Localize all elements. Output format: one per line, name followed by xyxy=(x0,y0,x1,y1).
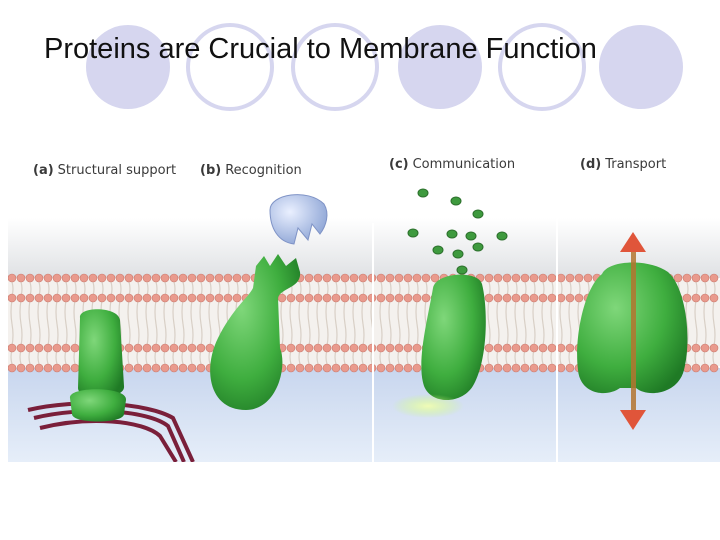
decor-circle-5 xyxy=(498,23,586,111)
transport-arrow-down xyxy=(620,410,646,430)
panel-label-recognition: (b)Recognition xyxy=(200,163,302,178)
slide-title: Proteins are Crucial to Membrane Functio… xyxy=(44,33,597,65)
membrane-figure: (a)Structural support (b)Recognition (c)… xyxy=(8,157,720,462)
decor-circle-6 xyxy=(599,25,683,109)
decorative-circles xyxy=(86,23,683,111)
communication-protein xyxy=(392,188,508,418)
transport-arrow-up xyxy=(620,232,646,252)
panel-label-transport: (d)Transport xyxy=(580,157,667,172)
extracellular-space xyxy=(8,218,720,278)
transport-protein xyxy=(577,232,688,430)
recognition-protein xyxy=(210,194,328,410)
decor-circle-3 xyxy=(291,23,379,111)
decor-circle-1 xyxy=(86,25,170,109)
panel-label-communication: (c)Communication xyxy=(389,157,516,172)
decor-circle-2 xyxy=(186,23,274,111)
panel-label-structural-support: (a)Structural support xyxy=(33,163,177,178)
structural-support-protein xyxy=(27,309,195,462)
decor-circle-4 xyxy=(398,25,482,109)
